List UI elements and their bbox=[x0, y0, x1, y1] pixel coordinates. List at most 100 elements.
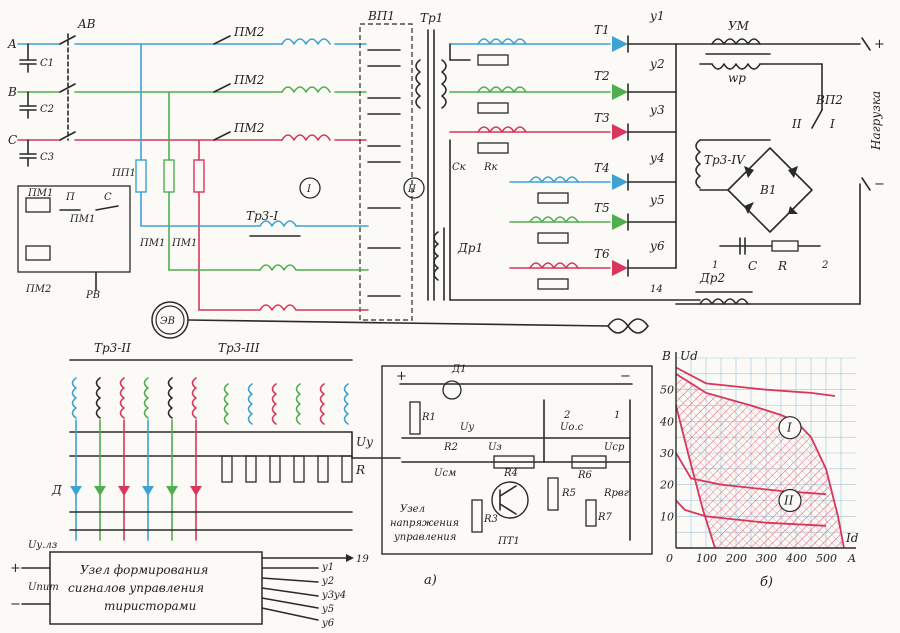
transformer-tr1 bbox=[415, 29, 447, 301]
label-roman-i: I bbox=[306, 184, 312, 195]
secondary-rc-3 bbox=[449, 126, 611, 154]
breaker-ab bbox=[59, 33, 76, 141]
tr3-winding-bank bbox=[69, 377, 401, 459]
bridge-v1 bbox=[695, 139, 813, 233]
label-um: УМ bbox=[728, 19, 750, 33]
label-pp1: ПП1 bbox=[111, 168, 136, 179]
label-sub-b: б) bbox=[760, 575, 773, 590]
label-c2: C2 bbox=[40, 104, 54, 115]
region-marker-II bbox=[778, 488, 802, 513]
label-r7: R7 bbox=[597, 512, 613, 523]
y-tick-label: 10 bbox=[660, 510, 674, 523]
output-bus bbox=[627, 43, 861, 305]
label-c3: C3 bbox=[40, 152, 54, 163]
label-roman-ii: II bbox=[407, 184, 417, 195]
thyristor-t4 bbox=[612, 173, 629, 191]
label-rk: Rк bbox=[483, 162, 498, 173]
magnetic-amplifier-um bbox=[699, 38, 823, 129]
secondary-rc-1 bbox=[449, 38, 611, 66]
label-r1: R1 bbox=[421, 412, 436, 423]
label-tr3-iv: Тр3-IV bbox=[704, 153, 746, 167]
label-pm1-coil: ПМ1 bbox=[27, 188, 53, 199]
label-1: 1 bbox=[712, 260, 718, 271]
y-tick-label: 20 bbox=[659, 479, 674, 492]
input-capacitors bbox=[19, 43, 37, 167]
label-t3: Т3 bbox=[594, 111, 610, 125]
switch-vp1-contacts bbox=[367, 49, 401, 297]
secondary-rc-4 bbox=[509, 176, 611, 204]
secondary-rc-5 bbox=[509, 216, 611, 244]
label-ev: ЭВ bbox=[160, 316, 175, 327]
label-tr3-i: Тр3-I bbox=[246, 209, 278, 223]
y-tick-label: 30 bbox=[660, 447, 674, 460]
x-axis-label: Id bbox=[845, 531, 859, 545]
control-node-frame bbox=[381, 365, 653, 555]
label-14: 14 bbox=[650, 284, 663, 295]
thyristor-t6 bbox=[612, 259, 629, 277]
label-u-pit: Uпит bbox=[28, 582, 59, 593]
label-y5: у5 bbox=[649, 193, 665, 207]
label-a: A bbox=[7, 37, 17, 51]
switch-vp1-box bbox=[359, 23, 413, 321]
secondary-rc-2 bbox=[449, 86, 611, 114]
control-node-circuit bbox=[399, 380, 633, 541]
label-rv: РВ bbox=[85, 290, 100, 301]
thyristor-t5 bbox=[612, 213, 629, 231]
curve-0 bbox=[675, 366, 836, 397]
label-ck: Cк bbox=[452, 162, 466, 173]
curve-4 bbox=[675, 405, 716, 549]
label-ucp: Uср bbox=[604, 442, 625, 453]
y-tick-label: 40 bbox=[659, 415, 674, 428]
uzel-text-1: Узел bbox=[400, 504, 425, 515]
resistor-bank bbox=[69, 455, 353, 531]
x-tick-label: 500 bbox=[816, 552, 837, 565]
load-terminals bbox=[861, 37, 871, 191]
x-axis-unit: A bbox=[847, 552, 856, 565]
x-tick-label: 0 bbox=[666, 552, 673, 565]
transformer-tr3-i bbox=[140, 220, 369, 311]
block-outputs bbox=[21, 554, 354, 621]
region-label-II: II bbox=[783, 494, 794, 508]
label-pm1-contact: ПМ1 bbox=[69, 214, 95, 225]
label-uoc: Uо.с bbox=[560, 422, 584, 433]
label-y2: у2 bbox=[649, 57, 665, 71]
label-s-button: С bbox=[104, 192, 112, 203]
block-text-3: тиристорами bbox=[104, 599, 196, 613]
label-plus-top: + bbox=[396, 369, 407, 384]
label-pm2-1: ПМ2 bbox=[233, 25, 264, 39]
label-out-y4: у4 bbox=[333, 590, 346, 601]
label-p-button: П bbox=[65, 192, 75, 203]
label-2: 2 bbox=[821, 260, 828, 271]
label-rpvg: Rрвг bbox=[603, 488, 629, 499]
label-u-ylz: Uу.лз bbox=[28, 540, 57, 551]
label-u3: Uз bbox=[488, 442, 502, 453]
label-y1: у1 bbox=[649, 9, 665, 23]
region-hatch-ii bbox=[676, 373, 844, 548]
label-19: 19 bbox=[356, 554, 369, 565]
label-out-y5: у5 bbox=[321, 604, 334, 615]
uzel-text-2: напряжения bbox=[390, 518, 459, 529]
label-r2: R2 bbox=[443, 442, 458, 453]
label-out-y1: у1 bbox=[321, 562, 334, 573]
label-r-bank: R bbox=[355, 463, 365, 477]
fuses-pp1 bbox=[135, 43, 205, 311]
label-t2: Т2 bbox=[594, 69, 610, 83]
label-tr3-iii: Тр3-III bbox=[218, 341, 260, 355]
y-tick-label: 50 bbox=[660, 384, 674, 397]
thyristor-t3 bbox=[612, 123, 629, 141]
label-v1: В1 bbox=[759, 183, 776, 197]
label-dr1: Др1 bbox=[457, 241, 483, 255]
label-uy: Uу bbox=[356, 435, 373, 449]
thyristor-t1 bbox=[612, 35, 629, 53]
label-dr2: Др2 bbox=[699, 271, 725, 285]
curve-3 bbox=[675, 499, 827, 527]
block-text-2: сигналов управления bbox=[68, 581, 204, 595]
label-c1: C1 bbox=[40, 58, 54, 69]
label-out-y3: у3 bbox=[321, 590, 334, 601]
label-ii-switch: II bbox=[791, 117, 802, 131]
secondary-rc-6 bbox=[509, 262, 611, 290]
label-vp2: ВП2 bbox=[815, 93, 843, 107]
